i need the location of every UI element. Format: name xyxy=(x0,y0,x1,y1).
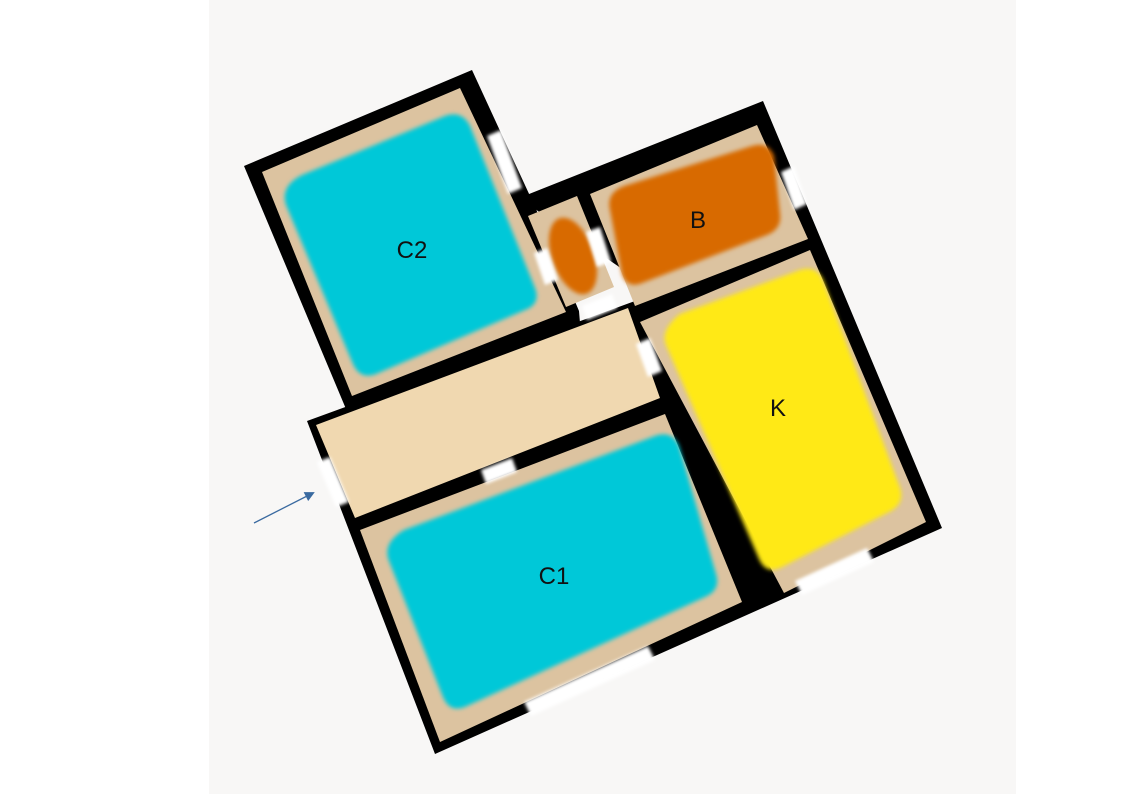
door-wc-b xyxy=(586,227,611,267)
entrance-door xyxy=(317,457,349,507)
openings xyxy=(317,130,874,716)
room-label-c1: C1 xyxy=(539,563,570,590)
floor-hall xyxy=(316,308,660,518)
door-hall-wc xyxy=(582,294,617,320)
door-hall-k xyxy=(636,338,662,377)
room-pads xyxy=(284,114,902,709)
room-label-k: K xyxy=(770,395,786,422)
room-c1-fill xyxy=(387,434,718,709)
room-labels: C2 B K C1 xyxy=(397,207,786,590)
door-hall-c1 xyxy=(481,458,517,484)
room-c2-fill xyxy=(284,114,537,376)
room-k-fill xyxy=(664,268,902,570)
room-b-fill xyxy=(609,144,781,285)
window-b-right xyxy=(781,166,807,210)
arrow-icon xyxy=(253,492,315,524)
window-c2-right xyxy=(487,130,522,194)
room-label-b: B xyxy=(690,207,706,234)
door-c2-wc xyxy=(534,248,558,285)
room-wc-fill xyxy=(548,217,598,295)
window-k-bottom xyxy=(795,548,874,595)
window-c1-bottom xyxy=(524,646,655,716)
room-label-c2: C2 xyxy=(397,237,428,264)
